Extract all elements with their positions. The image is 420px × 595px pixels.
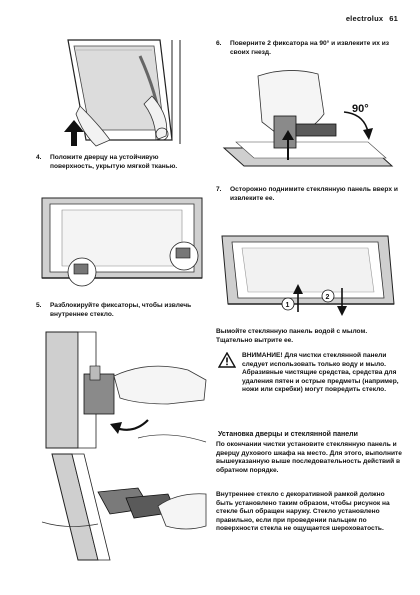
page-number: 61 [389, 14, 398, 23]
figure-unlock-clamp [38, 330, 210, 450]
step-4: 4. Положите дверцу на устойчивую поверхн… [36, 154, 204, 171]
angle-label: 90° [352, 103, 369, 115]
step-5-text: Разблокируйте фиксаторы, чтобы извлечь в… [50, 302, 192, 318]
install-heading: Установка дверцы и стеклянной панели [218, 431, 358, 438]
step-4-text: Положите дверцу на устойчивую поверхност… [50, 154, 178, 170]
warning-icon [217, 351, 237, 368]
step-6-number: 6. [216, 40, 222, 47]
step-5: 5. Разблокируйте фиксаторы, чтобы извлеч… [36, 302, 204, 319]
figure-lift-glass: 1 2 [218, 222, 398, 318]
step-7-text: Осторожно поднимите стеклянную панель вв… [230, 186, 398, 202]
figure-door-removal [40, 36, 200, 148]
wash-instructions: Вымойте стеклянную панель водой с мылом.… [216, 328, 368, 344]
step-7: 7. Осторожно поднимите стеклянную панель… [216, 186, 402, 203]
arrow-1-label: 1 [286, 302, 290, 309]
install-paragraph-2: Внутреннее стекло с декоративной рамкой … [216, 491, 390, 533]
install-paragraph-1: По окончании чистки установите стеклянну… [216, 441, 402, 474]
step-4-number: 4. [36, 154, 42, 161]
step-5-number: 5. [36, 302, 42, 309]
figure-rotate-clamps: 90° [218, 66, 398, 174]
step-6: 6. Поверните 2 фиксатора на 90° и извлек… [216, 40, 402, 57]
brand-name: electrolux [345, 14, 384, 23]
warning-block: ВНИМАНИЕ! Для чистки стеклянной панели с… [217, 351, 400, 395]
figure-clamp-closeup [38, 452, 210, 562]
page-header: electrolux 61 [346, 14, 398, 23]
step-6-text: Поверните 2 фиксатора на 90° и извлеките… [230, 40, 390, 56]
figure-door-on-cloth [36, 190, 208, 292]
arrow-2-label: 2 [326, 294, 330, 301]
warning-text: Для чистки стеклянной панели следует исп… [242, 352, 399, 394]
step-7-number: 7. [216, 186, 222, 193]
warning-label: ВНИМАНИЕ! [242, 352, 283, 359]
